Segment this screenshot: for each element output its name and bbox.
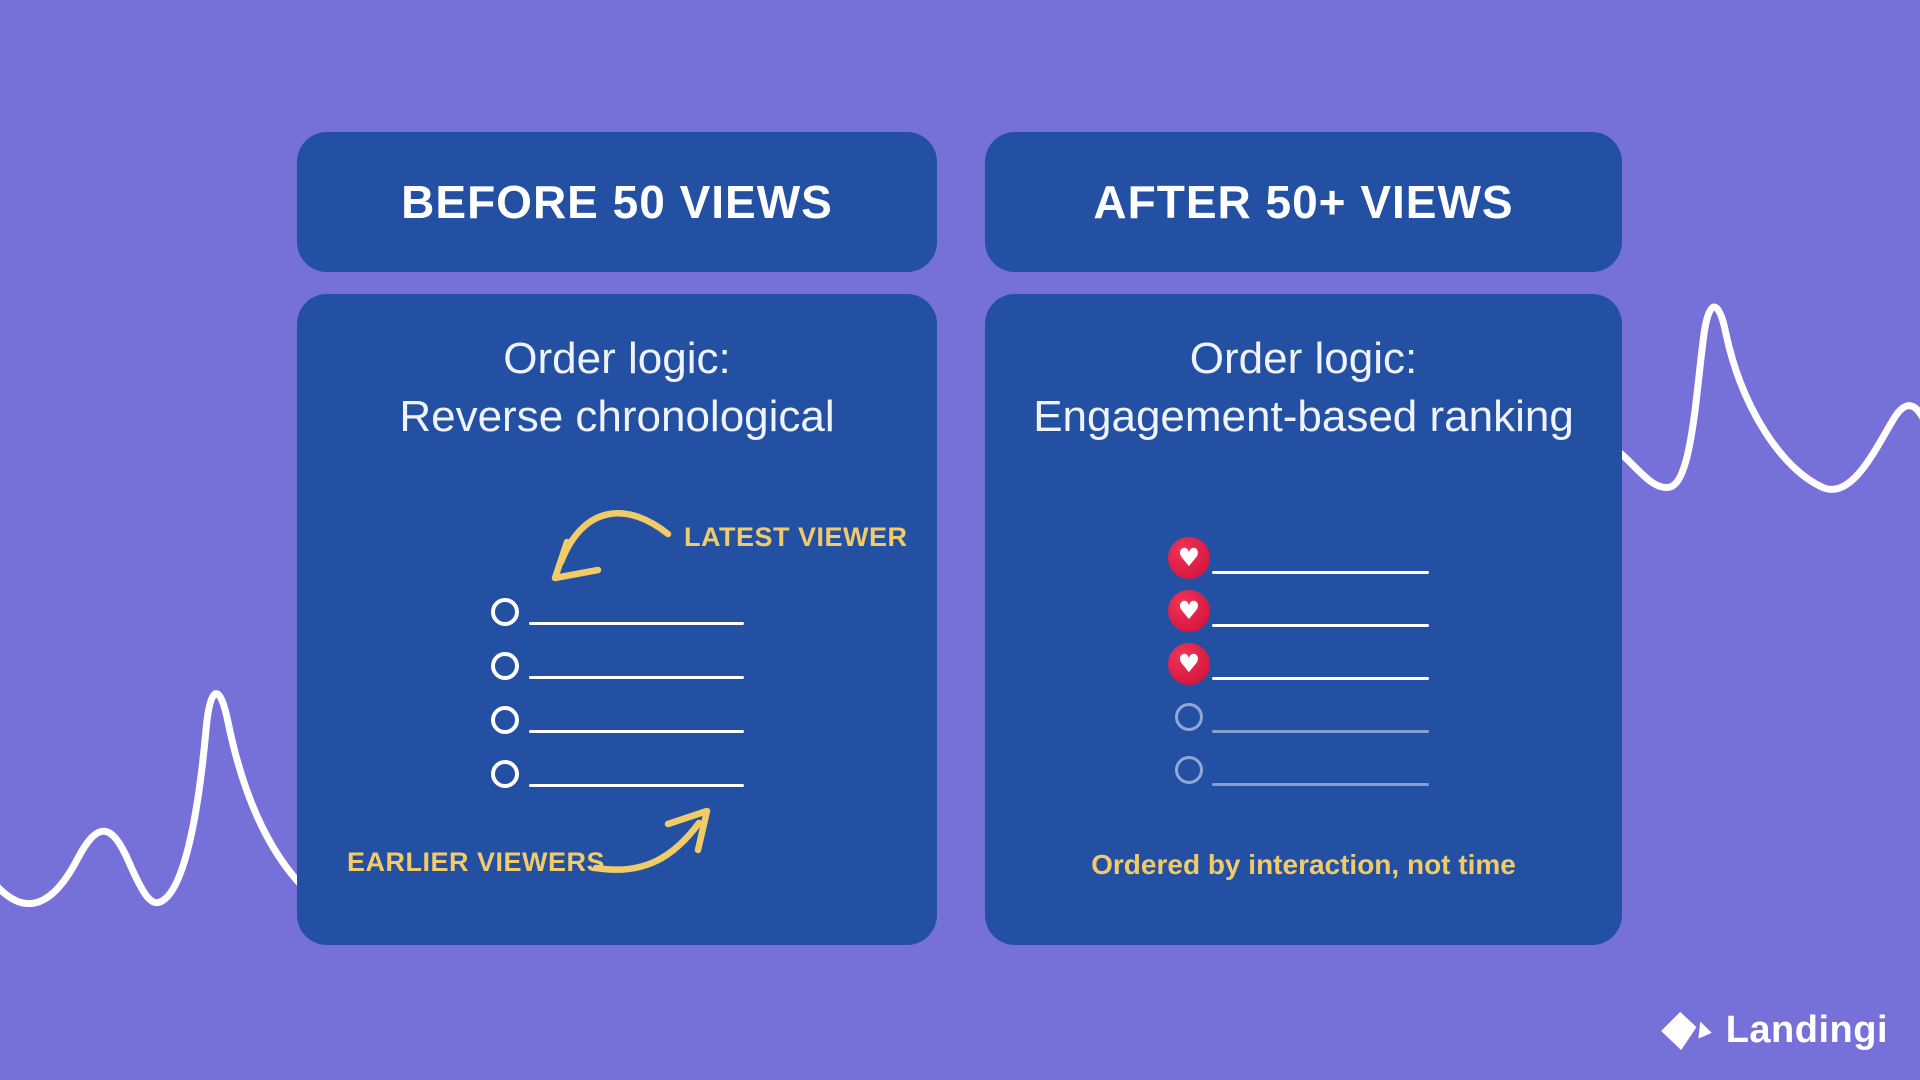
heart-like-icon: ♥: [1168, 643, 1210, 685]
left-order-logic-line2: Reverse chronological: [399, 392, 835, 441]
viewer-circle-icon: [491, 652, 519, 680]
engagement-viewer-list: ♥ ♥ ♥: [1168, 537, 1429, 791]
viewer-name-line: [1212, 677, 1429, 680]
viewer-circle-icon: [491, 598, 519, 626]
right-header-title: AFTER 50+ VIEWS: [1093, 176, 1514, 228]
latest-viewer-label: LATEST VIEWER: [684, 522, 908, 552]
right-body-card: Order logic: Engagement-based ranking: [985, 294, 1622, 945]
viewer-circle-icon: [1175, 756, 1203, 784]
viewer-row: [1168, 749, 1429, 791]
viewer-row: [491, 706, 744, 734]
left-header-title: BEFORE 50 VIEWS: [401, 176, 833, 228]
right-order-logic-line2: Engagement-based ranking: [1033, 392, 1574, 441]
right-header-card: AFTER 50+ VIEWS: [985, 132, 1622, 272]
viewer-name-line: [1212, 624, 1429, 627]
brand-logo: Landingi: [1656, 1009, 1888, 1052]
viewer-name-line: [1212, 783, 1429, 786]
left-order-logic: Order logic: Reverse chronological: [297, 330, 937, 446]
row-icon-box: [491, 652, 519, 680]
viewer-circle-icon: [491, 760, 519, 788]
row-icon-box: ♥: [1168, 537, 1210, 579]
viewer-row: [491, 760, 744, 788]
row-icon-box: [1168, 749, 1210, 791]
heart-like-icon: ♥: [1168, 537, 1210, 579]
squiggle-line-right: [1606, 303, 1920, 493]
viewer-circle-icon: [1175, 703, 1203, 731]
viewer-name-line: [529, 622, 744, 625]
row-icon-box: [491, 706, 519, 734]
viewer-row: ♥: [1168, 590, 1429, 632]
viewer-name-line: [1212, 571, 1429, 574]
row-icon-box: [491, 598, 519, 626]
viewer-row: ♥: [1168, 643, 1429, 685]
viewer-name-line: [1212, 730, 1429, 733]
landingi-diamond-icon: [1660, 1011, 1712, 1050]
viewer-row: [491, 598, 744, 626]
brand-name: Landingi: [1725, 1009, 1888, 1051]
viewer-name-line: [529, 730, 744, 733]
heart-like-icon: ♥: [1168, 590, 1210, 632]
viewer-name-line: [529, 676, 744, 679]
interaction-order-note: Ordered by interaction, not time: [1091, 849, 1516, 880]
row-icon-box: ♥: [1168, 590, 1210, 632]
row-icon-box: ♥: [1168, 643, 1210, 685]
viewer-row: ♥: [1168, 537, 1429, 579]
viewer-row: [491, 652, 744, 680]
earlier-viewers-label: EARLIER VIEWERS: [347, 847, 606, 877]
row-icon-box: [1168, 696, 1210, 738]
viewer-row: [1168, 696, 1429, 738]
row-icon-box: [491, 760, 519, 788]
chronological-viewer-list: [491, 598, 744, 788]
right-order-logic-line1: Order logic:: [1189, 334, 1418, 383]
viewer-name-line: [529, 784, 744, 787]
squiggle-line-left: [0, 690, 306, 907]
left-order-logic-line1: Order logic:: [503, 334, 731, 383]
right-order-logic: Order logic: Engagement-based ranking: [985, 330, 1622, 446]
viewer-circle-icon: [491, 706, 519, 734]
left-header-card: BEFORE 50 VIEWS: [297, 132, 937, 272]
